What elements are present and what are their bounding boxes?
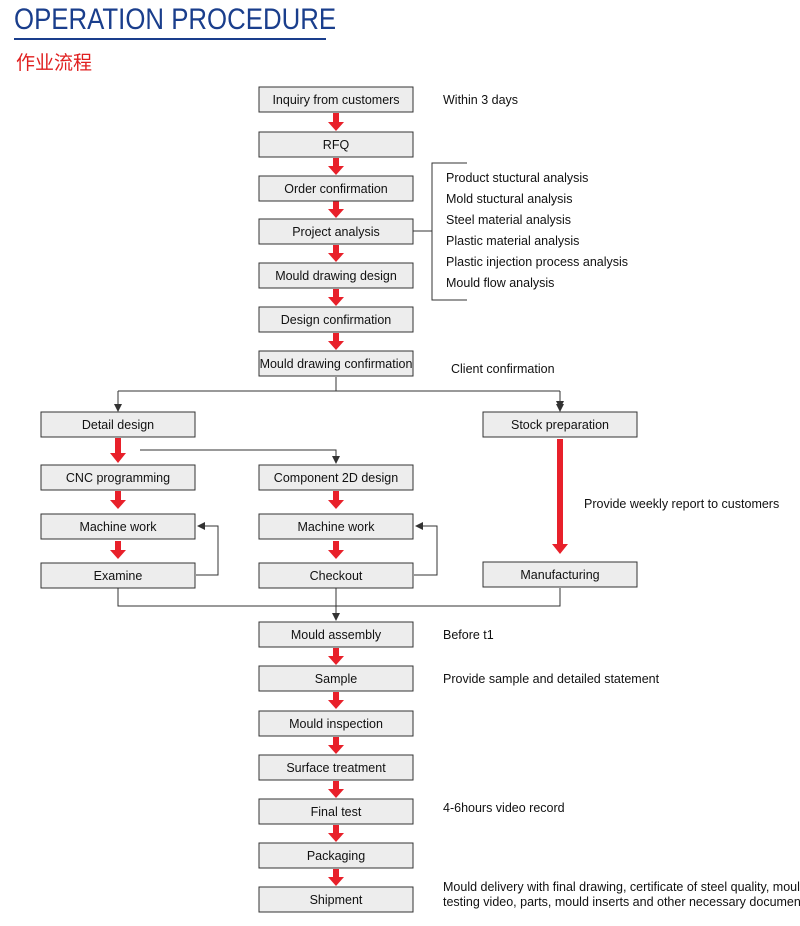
note-within-3-days: Within 3 days [443, 93, 518, 107]
connector-lines [114, 162, 561, 621]
loop-left [196, 522, 219, 576]
red-arrow [328, 869, 344, 886]
step-label: Examine [94, 569, 143, 583]
note-shipment-line-1: Mould delivery with final drawing, certi… [443, 880, 800, 894]
step-label: Mould drawing confirmation [260, 357, 413, 371]
note-analysis-item: Product stuctural analysis [446, 171, 588, 185]
red-arrow [328, 541, 344, 559]
red-arrows [110, 113, 568, 886]
red-arrow [328, 781, 344, 798]
step-mould-drawing-design: Mould drawing design [258, 262, 414, 289]
step-label: Machine work [297, 520, 375, 534]
step-manufacturing: Manufacturing [482, 561, 638, 588]
step-label: Project analysis [292, 225, 380, 239]
step-label: Detail design [82, 418, 154, 432]
red-arrow [328, 825, 344, 842]
step-label: Stock preparation [511, 418, 609, 432]
red-arrow [110, 491, 126, 509]
step-label: Inquiry from customers [272, 93, 399, 107]
step-label: CNC programming [66, 471, 170, 485]
merge-connector [117, 588, 561, 607]
red-arrow [328, 245, 344, 262]
step-label: Surface treatment [286, 761, 386, 775]
step-inquiry: Inquiry from customers [258, 86, 414, 113]
note-analysis-item: Plastic injection process analysis [446, 255, 628, 269]
step-label: Final test [311, 805, 362, 819]
page-title: OPERATION PROCEDURE [14, 3, 337, 36]
step-label: Component 2D design [274, 471, 398, 485]
step-label: Packaging [307, 849, 365, 863]
detail-to-component-connector [140, 449, 340, 464]
page-subtitle: 作业流程 [16, 52, 93, 74]
red-arrow [328, 289, 344, 306]
step-label: RFQ [323, 138, 350, 152]
analysis-bracket [413, 162, 467, 301]
red-arrow [328, 692, 344, 709]
split-connector [117, 377, 560, 408]
red-arrow [328, 491, 344, 509]
step-sample: Sample [258, 665, 414, 692]
step-label: Checkout [310, 569, 363, 583]
red-arrow [328, 201, 344, 218]
red-arrow [328, 113, 344, 131]
step-shipment: Shipment [258, 886, 414, 913]
note-analysis-item: Mold stuctural analysis [446, 192, 572, 206]
loop-mid [414, 522, 438, 576]
red-arrow [328, 158, 344, 175]
step-order-confirmation: Order confirmation [258, 175, 414, 202]
step-detail-design: Detail design [40, 411, 196, 438]
step-cnc-programming: CNC programming [40, 464, 196, 491]
note-analysis-item: Steel material analysis [446, 213, 571, 227]
step-component-2d-design: Component 2D design [258, 464, 414, 491]
red-arrow [110, 541, 126, 559]
step-label: Machine work [79, 520, 157, 534]
red-arrow [110, 438, 126, 463]
step-mould-drawing-confirmation: Mould drawing confirmation [258, 350, 414, 377]
step-checkout: Checkout [258, 562, 414, 589]
step-examine: Examine [40, 562, 196, 589]
step-machine-work-mid: Machine work [258, 513, 414, 540]
step-mould-inspection: Mould inspection [258, 710, 414, 737]
step-surface-treatment: Surface treatment [258, 754, 414, 781]
step-label: Manufacturing [520, 568, 599, 582]
step-label: Design confirmation [281, 313, 392, 327]
step-machine-work-left: Machine work [40, 513, 196, 540]
note-analysis-item: Mould flow analysis [446, 276, 554, 290]
step-mould-assembly: Mould assembly [258, 621, 414, 648]
step-label: Mould inspection [289, 717, 383, 731]
red-arrow [328, 737, 344, 754]
red-arrow-long [552, 439, 568, 554]
step-label: Mould drawing design [275, 269, 397, 283]
red-arrow [328, 333, 344, 350]
step-project-analysis: Project analysis [258, 218, 414, 245]
title-underline [14, 38, 326, 40]
step-label: Mould assembly [291, 628, 382, 642]
note-weekly-report: Provide weekly report to customers [584, 497, 779, 511]
step-design-confirmation: Design confirmation [258, 306, 414, 333]
note-analysis-item: Plastic material analysis [446, 234, 579, 248]
note-before-t1: Before t1 [443, 628, 494, 642]
note-sample-statement: Provide sample and detailed statement [443, 672, 660, 686]
red-arrow [328, 648, 344, 665]
step-rfq: RFQ [258, 131, 414, 158]
step-label: Shipment [310, 893, 363, 907]
note-shipment-line-2: testing video, parts, mould inserts and … [443, 895, 800, 909]
step-final-test: Final test [258, 798, 414, 825]
step-label: Order confirmation [284, 182, 388, 196]
note-client-confirmation: Client confirmation [451, 362, 555, 376]
step-packaging: Packaging [258, 842, 414, 869]
step-label: Sample [315, 672, 357, 686]
step-stock-preparation: Stock preparation [482, 411, 638, 438]
note-video-record: 4-6hours video record [443, 801, 565, 815]
